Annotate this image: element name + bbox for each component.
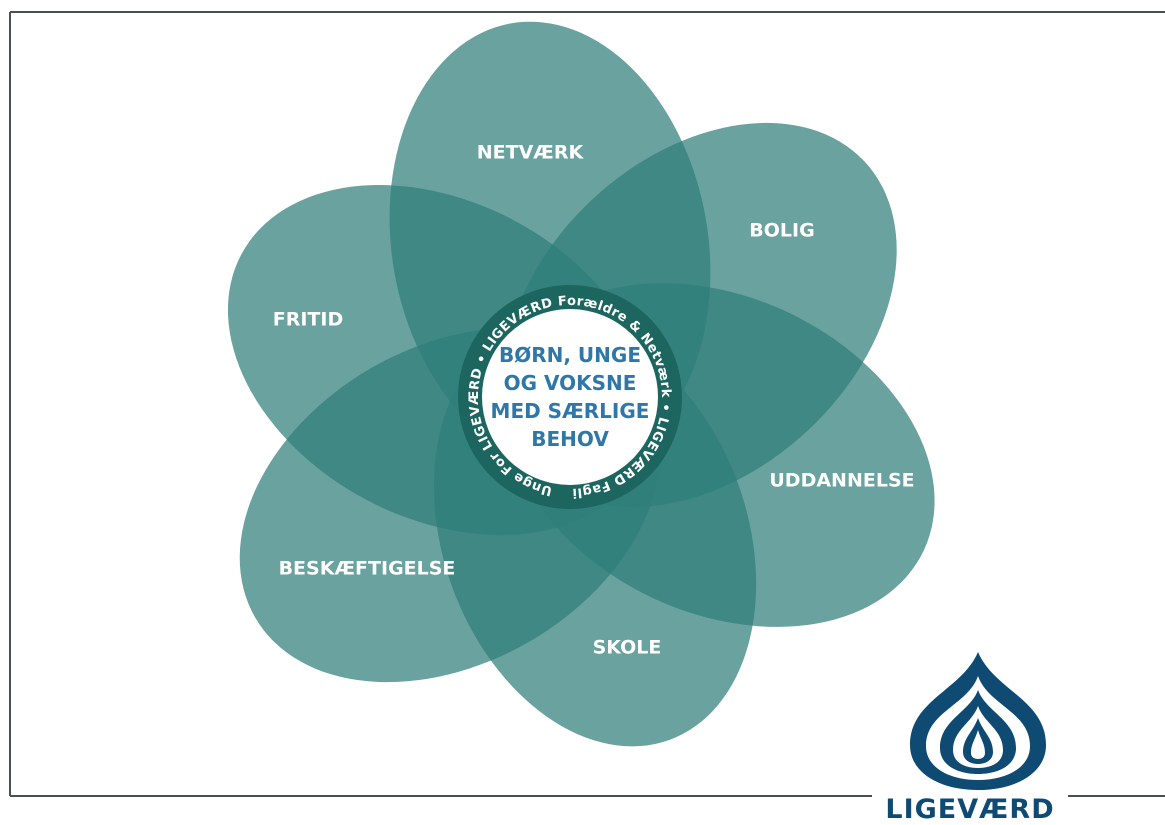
center-line-2: OG VOKSNE (504, 371, 637, 395)
ligevaerd-logo: LIGEVÆRD (885, 652, 1054, 825)
center-line-4: BEHOV (531, 427, 609, 451)
petal-label-skole: SKOLE (593, 637, 662, 659)
logo-text: LIGEVÆRD (885, 794, 1054, 825)
petal-labels: NETVÆRK BOLIG UDDANNELSE SKOLE BESKÆFTIG… (273, 142, 915, 659)
petal-label-uddannelse: UDDANNELSE (769, 470, 914, 492)
petal-label-fritid: FRITID (273, 309, 343, 331)
petal-label-beskaeftigelse: BESKÆFTIGELSE (279, 558, 456, 580)
center-circle (482, 309, 658, 485)
center-line-3: MED SÆRLIGE (491, 399, 650, 423)
frame (9, 11, 1165, 797)
petal-label-netvaerk: NETVÆRK (477, 142, 585, 164)
drop-flame-icon (910, 652, 1046, 790)
center-line-1: BØRN, UNGE (499, 343, 641, 367)
petal-label-bolig: BOLIG (749, 220, 814, 242)
